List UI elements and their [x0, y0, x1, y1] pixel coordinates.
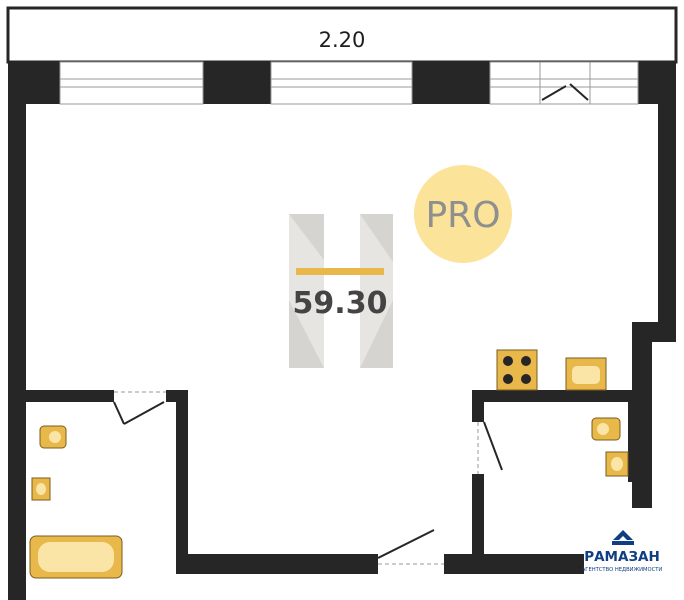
- wall-left: [8, 62, 26, 600]
- wall-top-mid-pier-1: [203, 62, 271, 104]
- balcony-area-label: 2.20: [319, 28, 366, 52]
- wall-bottom-mid: [178, 554, 378, 574]
- window-2: [270, 61, 413, 105]
- right-bathroom-door: [477, 421, 503, 474]
- brand-tagline: АГЕНТСТВО НЕДВИЖИМОСТИ: [582, 567, 663, 573]
- h-logo-icon: [289, 214, 393, 368]
- bathroom-door: [113, 391, 166, 425]
- main-area-label: 59.30: [293, 286, 388, 321]
- windows: [59, 61, 639, 105]
- bathroom-walls: [26, 390, 188, 574]
- wall-right-lower: [632, 322, 652, 508]
- outer-walls: [8, 62, 676, 600]
- entrance-door: [377, 529, 444, 565]
- kitchen-fixtures: [496, 349, 607, 391]
- wall-top-mid-pier-2: [412, 62, 490, 104]
- pro-badge-label: PRO: [425, 195, 500, 236]
- brand-logo: РАМАЗАН АГЕНТСТВО НЕДВИЖИМОСТИ: [582, 530, 663, 573]
- pro-badge: [414, 165, 512, 263]
- right-bathroom-walls: [472, 390, 636, 564]
- balcony: [6, 6, 678, 64]
- wall-bottom-right: [444, 554, 584, 574]
- brand-name: РАМАЗАН: [584, 549, 660, 565]
- stove-icon: [496, 349, 538, 391]
- wall-right-upper: [658, 62, 676, 342]
- house-icon: [613, 530, 633, 540]
- balcony-door-swing: [541, 83, 589, 101]
- balcony-door-frame: [489, 61, 639, 105]
- window-1: [59, 61, 204, 105]
- right-bathroom-fixtures: [591, 417, 629, 477]
- bathroom-fixtures: [29, 425, 123, 579]
